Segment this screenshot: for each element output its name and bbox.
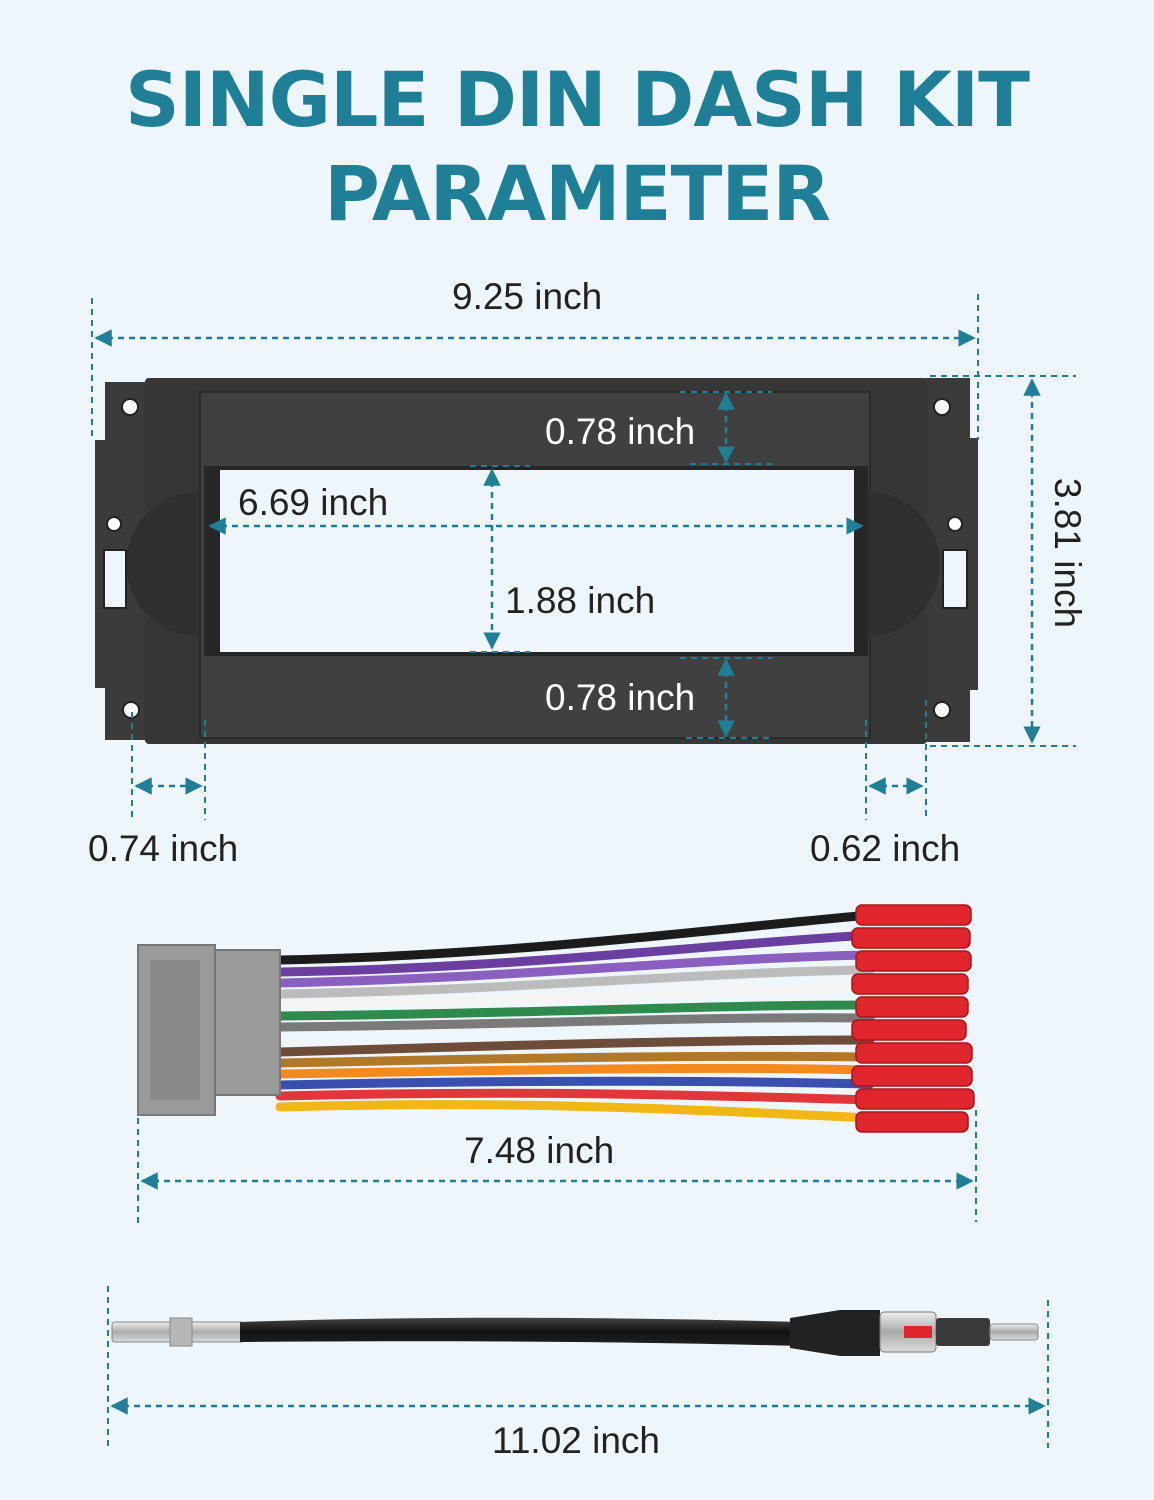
- page-title-line2: PARAMETER: [324, 149, 831, 238]
- kit-width-label: 9.25 inch: [452, 276, 603, 317]
- kit-height-label: 3.81 inch: [1047, 477, 1089, 629]
- dash-kit-bezel: [95, 378, 978, 744]
- antenna-length-label: 11.02 inch: [492, 1420, 660, 1461]
- harness-length-label: 7.48 inch: [464, 1130, 615, 1171]
- page-title-line1: SINGLE DIN DASH KIT: [125, 55, 1030, 144]
- opening-width-label: 6.69 inch: [238, 482, 389, 523]
- top-border-label: 0.78 inch: [545, 411, 696, 452]
- opening-height-label: 1.88 inch: [505, 580, 656, 621]
- right-flange-label: 0.62 inch: [810, 828, 961, 869]
- antenna-adapter: [111, 1310, 1039, 1356]
- bottom-border-label: 0.78 inch: [545, 677, 696, 718]
- wiring-harness: [137, 904, 975, 1133]
- left-flange-label: 0.74 inch: [88, 828, 239, 869]
